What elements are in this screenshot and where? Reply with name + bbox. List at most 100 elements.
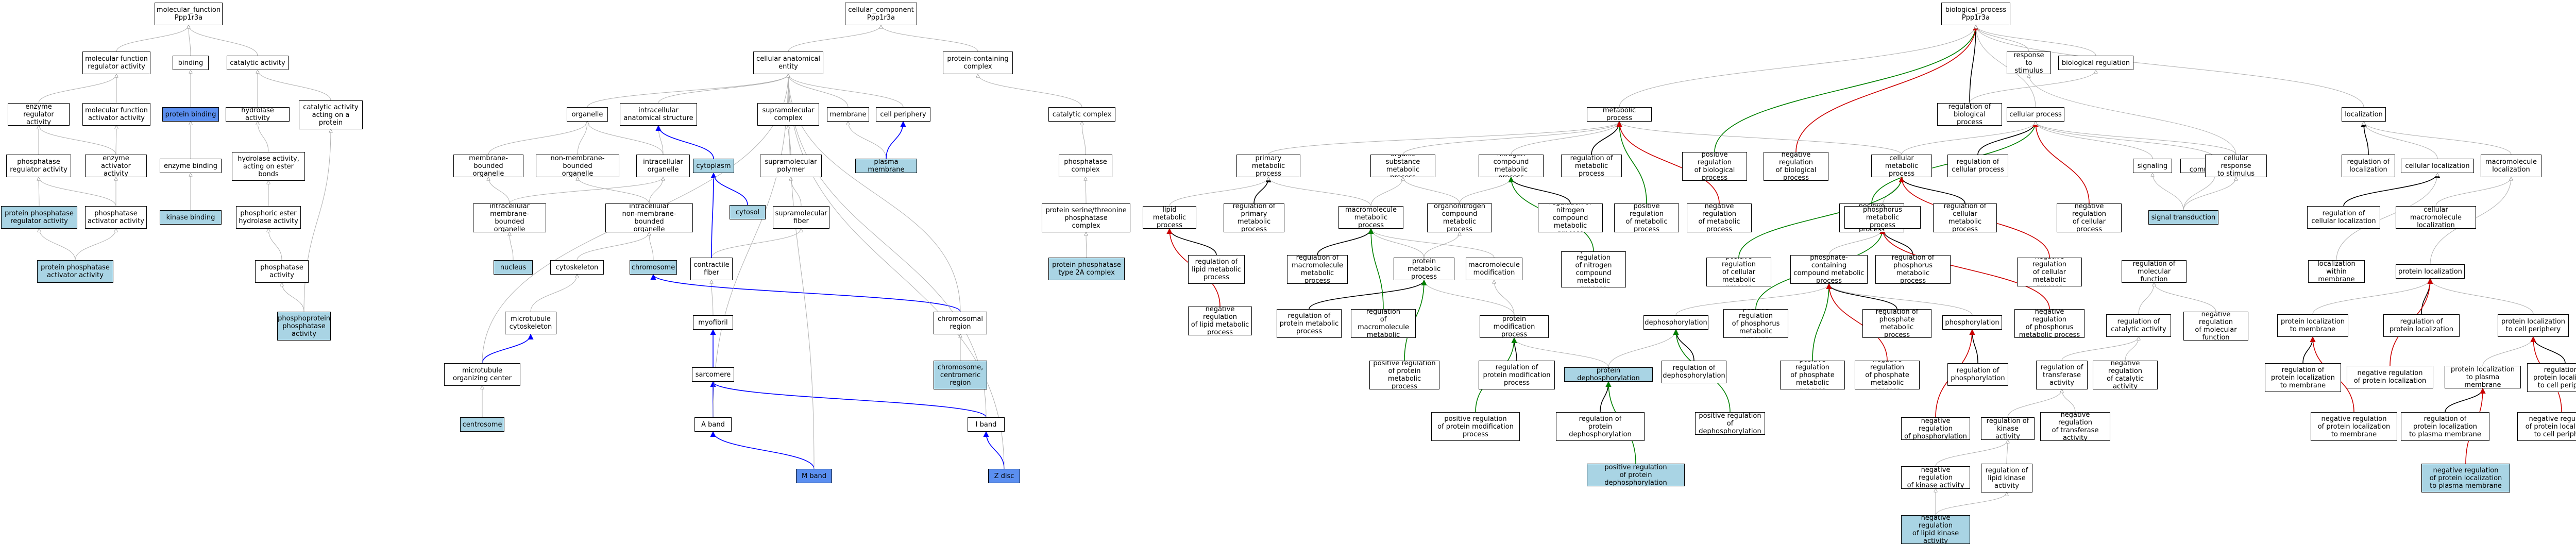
- node-catalytic-on-protein[interactable]: catalytic activity acting on a protein: [299, 100, 363, 129]
- node-nitrogen-compound[interactable]: nitrogen compound metabolic process: [1479, 155, 1544, 177]
- node-organelle[interactable]: organelle: [567, 107, 608, 122]
- node-neg-reg-catalytic[interactable]: negative regulation of catalytic activit…: [2093, 361, 2158, 389]
- node-mf-root[interactable]: molecular_function Ppp1r3a: [155, 3, 223, 25]
- node-i-band[interactable]: I band: [968, 417, 1005, 432]
- node-neg-reg-protein-localization-membrane[interactable]: negative regulation of protein localizat…: [2311, 412, 2397, 441]
- node-cellular-response[interactable]: cellular response to stimulus: [2205, 155, 2267, 177]
- node-neg-reg-phosphorus[interactable]: negative regulation of phosphorus metabo…: [2014, 309, 2084, 338]
- node-neg-reg-kinase[interactable]: negative regulation of kinase activity: [1901, 466, 1970, 489]
- node-cytosol[interactable]: cytosol: [730, 205, 766, 219]
- node-reg-lipid-metabolic[interactable]: regulation of lipid metabolic process: [1188, 255, 1245, 284]
- node-pos-reg-bp[interactable]: positive regulation of biological proces…: [1682, 152, 1747, 181]
- node-catalytic-complex[interactable]: catalytic complex: [1048, 107, 1115, 122]
- node-myofibril[interactable]: myofibril: [693, 315, 733, 330]
- node-pp-complex[interactable]: protein serine/threonine phosphatase com…: [1042, 203, 1130, 232]
- node-pos-reg-phosphate[interactable]: positive regulation of phosphate metabol…: [1780, 361, 1845, 389]
- node-macromolecule-metabolic[interactable]: macromolecule metabolic process: [1338, 206, 1403, 229]
- node-pp-regulator[interactable]: protein phosphatase regulator activity: [1, 206, 77, 229]
- node-pos-reg-protein-modification[interactable]: positive regulation of protein modificat…: [1431, 412, 1520, 441]
- node-neg-reg-cellular-metabolic[interactable]: negative regulation of cellular metaboli…: [2017, 258, 2082, 286]
- node-protein-localization-plasma[interactable]: protein localization to plasma membrane: [2445, 366, 2521, 388]
- node-reg-molecular-function[interactable]: regulation of molecular function: [2122, 260, 2187, 283]
- node-cellular-localization[interactable]: cellular localization: [2401, 159, 2474, 173]
- node-neg-reg-lipid-metabolic[interactable]: negative regulation of lipid metabolic p…: [1188, 307, 1252, 335]
- node-neg-reg-metabolic[interactable]: negative regulation of metabolic process: [1687, 203, 1752, 232]
- node-pos-reg-cellular-metabolic[interactable]: positive regulation of cellular metaboli…: [1706, 258, 1771, 286]
- node-reg-protein-dephosphorylation[interactable]: regulation of protein dephosphorylation: [1556, 412, 1645, 441]
- node-protein-complex[interactable]: protein-containing complex: [943, 52, 1013, 74]
- node-m-band[interactable]: M band: [796, 469, 832, 483]
- node-nucleus[interactable]: nucleus: [494, 260, 533, 275]
- node-neg-reg-protein-localization-plasma[interactable]: negative regulation of protein localizat…: [2421, 464, 2510, 492]
- node-reg-protein-localization-membrane[interactable]: regulation of protein localization to me…: [2265, 363, 2341, 392]
- node-phosphatase-regulator[interactable]: phosphatase regulator activity: [6, 155, 71, 177]
- node-reg-protein-localization[interactable]: regulation of protein localization: [2383, 314, 2460, 337]
- node-reg-protein-metabolic[interactable]: regulation of protein metabolic process: [1277, 309, 1342, 338]
- node-plasma-membrane[interactable]: plasma membrane: [855, 159, 917, 173]
- node-neg-reg-transferase[interactable]: negative regulation of transferase activ…: [2040, 412, 2110, 441]
- node-neg-reg-cellular[interactable]: negative regulation of cellular process: [2057, 203, 2122, 232]
- node-cellular-macromolecule-localization[interactable]: cellular macromolecule localization: [2396, 206, 2476, 229]
- node-reg-protein-localization-periphery[interactable]: regulation of protein localization to ce…: [2527, 363, 2576, 392]
- node-biological-regulation[interactable]: biological regulation: [2058, 56, 2133, 70]
- node-protein-binding[interactable]: protein binding: [162, 107, 219, 122]
- node-phosphatase-complex[interactable]: phosphatase complex: [1059, 155, 1112, 177]
- node-reg-dephosphorylation[interactable]: regulation of dephosphorylation: [1662, 361, 1726, 383]
- node-pos-reg-dephosphorylation[interactable]: positive regulation of dephosphorylation: [1695, 412, 1765, 435]
- node-centrosome[interactable]: centrosome: [460, 417, 504, 432]
- node-reg-nitrogen[interactable]: regulation of nitrogen compound metaboli…: [1538, 203, 1603, 232]
- node-phosphate-containing[interactable]: phosphate-containing compound metabolic …: [1790, 255, 1868, 284]
- node-protein-localization-membrane[interactable]: protein localization to membrane: [2277, 314, 2348, 337]
- node-hydrolase-ester[interactable]: hydrolase activity, acting on ester bond…: [232, 152, 305, 181]
- node-pos-reg-macromolecule-metabolic[interactable]: positive regulation of macromolecule met…: [1351, 309, 1416, 338]
- node-neg-reg-molecular[interactable]: negative regulation of molecular functio…: [2183, 312, 2248, 341]
- node-macromolecule-modification[interactable]: macromolecule modification: [1466, 258, 1522, 280]
- node-enzyme-activator[interactable]: enzyme activator activity: [85, 155, 147, 177]
- node-supramolecular-complex[interactable]: supramolecular complex: [757, 103, 819, 126]
- node-organonitrogen[interactable]: organonitrogen compound metabolic proces…: [1427, 203, 1492, 232]
- node-phosphoric-ester[interactable]: phosphoric ester hydrolase activity: [236, 206, 301, 229]
- node-bp-root[interactable]: biological_process Ppp1r3a: [1941, 3, 2010, 25]
- node-intracellular-structure[interactable]: intracellular anatomical structure: [620, 103, 697, 126]
- node-signal-transduction[interactable]: signal transduction: [2148, 210, 2218, 225]
- node-membrane[interactable]: membrane: [827, 107, 869, 122]
- node-cc-root[interactable]: cellular_component Ppp1r3a: [845, 3, 917, 25]
- node-response-stimulus[interactable]: response to stimulus: [2007, 52, 2051, 74]
- node-catalytic-activity[interactable]: catalytic activity: [227, 56, 289, 70]
- node-reg-transferase[interactable]: regulation of transferase activity: [2036, 361, 2088, 389]
- node-chromosomal-region[interactable]: chromosomal region: [934, 312, 987, 334]
- node-enzyme-binding[interactable]: enzyme binding: [160, 159, 222, 173]
- node-primary-metabolic[interactable]: primary metabolic process: [1236, 155, 1300, 177]
- node-pp-activator[interactable]: protein phosphatase activator activity: [37, 260, 113, 283]
- node-reg-primary-metabolic[interactable]: regulation of primary metabolic process: [1224, 203, 1284, 232]
- node-hydrolase[interactable]: hydrolase activity: [226, 107, 290, 122]
- node-reg-phosphorus[interactable]: regulation of phosphorus metabolic proce…: [1875, 255, 1951, 284]
- node-reg-kinase[interactable]: regulation of kinase activity: [1981, 417, 2035, 440]
- node-phosphorylation[interactable]: phosphorylation: [1942, 315, 2002, 330]
- node-reg-macromolecule-metabolic[interactable]: regulation of macromolecule metabolic pr…: [1287, 255, 1348, 284]
- node-intra-membrane-bounded[interactable]: intracellular membrane-bounded organelle: [473, 203, 546, 232]
- node-reg-phosphorylation[interactable]: regulation of phosphorylation: [1947, 363, 2008, 386]
- node-supramolecular-fiber[interactable]: supramolecular fiber: [773, 206, 829, 229]
- node-reg-metabolic[interactable]: regulation of metabolic process: [1561, 155, 1622, 177]
- node-intra-non-membrane-bounded[interactable]: intracellular non-membrane-bounded organ…: [605, 203, 693, 232]
- node-phosphorus-metabolic[interactable]: phosphorus metabolic process: [1844, 206, 1921, 229]
- node-reg-cellular[interactable]: regulation of cellular process: [1947, 155, 2008, 177]
- node-reg-catalytic[interactable]: regulation of catalytic activity: [2106, 314, 2171, 337]
- node-neg-reg-phosphorylation[interactable]: negative regulation of phosphorylation: [1901, 417, 1970, 440]
- node-mf-activator[interactable]: molecular function activator activity: [82, 103, 150, 126]
- node-pos-reg-protein-metabolic[interactable]: positive regulation of protein metabolic…: [1369, 361, 1439, 389]
- node-mf-regulator[interactable]: molecular function regulator activity: [82, 52, 150, 74]
- node-reg-protein-localization-plasma[interactable]: regulation of protein localization to pl…: [2401, 412, 2489, 441]
- node-localization-in-membrane[interactable]: localization within membrane: [2308, 260, 2365, 283]
- node-phosphatase-activity[interactable]: phosphatase activity: [255, 260, 309, 283]
- node-pos-reg-phosphorus[interactable]: positive regulation of phosphorus metabo…: [1723, 309, 1788, 338]
- node-mtoc[interactable]: microtubule organizing center: [444, 363, 520, 386]
- node-reg-lipid-kinase[interactable]: regulation of lipid kinase activity: [1981, 464, 2032, 492]
- node-dephosphorylation[interactable]: dephosphorylation: [1643, 315, 1708, 330]
- node-intracellular-organelle[interactable]: intracellular organelle: [636, 155, 690, 177]
- node-reg-cellular-localization[interactable]: regulation of cellular localization: [2307, 206, 2380, 229]
- node-pp2a-complex[interactable]: protein phosphatase type 2A complex: [1048, 258, 1125, 280]
- node-neg-reg-lipid-kinase[interactable]: negative regulation of lipid kinase acti…: [1901, 515, 1970, 544]
- node-protein-dephosphorylation[interactable]: protein dephosphorylation: [1564, 367, 1653, 382]
